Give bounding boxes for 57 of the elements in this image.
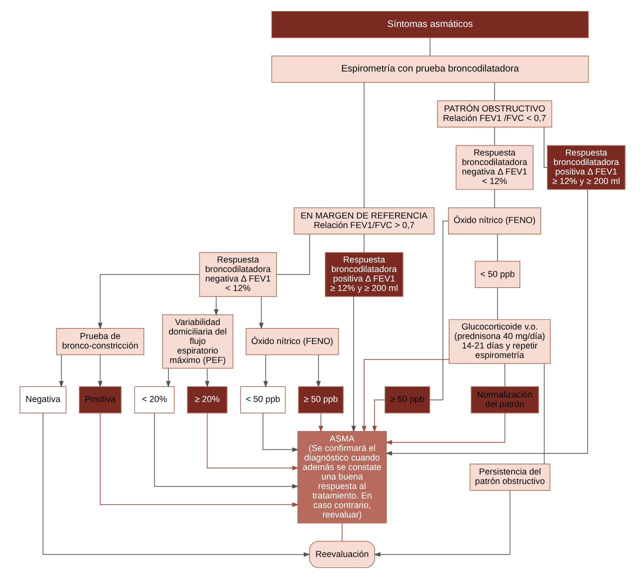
node-box: Respuesta broncodilatadora negativa Δ FEV1 < 12% bbox=[198, 252, 276, 297]
node-box: Variabilidad domiciliaria del flujo espiratorio máximo (PEF) bbox=[162, 314, 233, 369]
node-box: < 20% bbox=[134, 386, 174, 414]
node-box: Respuesta broncodilatadora negativa Δ FEV1 < 12% bbox=[455, 145, 533, 190]
connector bbox=[543, 363, 544, 464]
arrow bbox=[42, 412, 310, 557]
arrow bbox=[350, 296, 356, 432]
node-box: Prueba de bronco-constricción bbox=[56, 328, 144, 356]
node-box: ASMA (Se confirmará el diagnóstico cuando además se constate una buena respuesta al tratamiento. En caso contrario, reevaluar) bbox=[296, 430, 386, 524]
node-box: ≥ 20% bbox=[186, 386, 227, 414]
node-box: Negativa bbox=[19, 386, 66, 414]
arrow bbox=[384, 189, 588, 456]
connector bbox=[496, 287, 498, 320]
arrow bbox=[213, 296, 218, 316]
connector bbox=[543, 126, 547, 168]
node-box: ≥ 50 ppb bbox=[298, 386, 344, 414]
node-box: Óxido nítrico (FENO) bbox=[245, 328, 338, 356]
node-box: Síntomas asmáticos bbox=[270, 10, 588, 38]
arrow bbox=[99, 412, 298, 507]
connector bbox=[496, 234, 498, 262]
connector bbox=[429, 220, 448, 400]
node-box: Espirometría con prueba broncodilatadora bbox=[270, 56, 588, 83]
connector bbox=[341, 522, 342, 542]
node-box: Respuesta broncodilatadora positiva Δ FEV1 ≥ 12% y ≥ 200 ml bbox=[546, 145, 625, 190]
node-box: Persistencia del patrón obstructivo bbox=[469, 464, 550, 491]
connector bbox=[363, 234, 364, 253]
arrow bbox=[97, 354, 102, 388]
connector bbox=[504, 363, 505, 387]
arrow bbox=[373, 490, 510, 557]
arrow bbox=[262, 354, 268, 388]
node-box: PATRÓN OBSTRUCTIVO Relación FEV1 /FVC < 0,7 bbox=[436, 100, 552, 128]
arrow bbox=[372, 399, 385, 432]
connector bbox=[429, 38, 430, 56]
arrow bbox=[316, 354, 320, 388]
arrow bbox=[97, 274, 200, 330]
arrow bbox=[154, 412, 298, 489]
node-box: Reevaluación bbox=[308, 540, 375, 568]
arrow bbox=[262, 412, 298, 452]
arrow bbox=[206, 412, 298, 470]
node-box: ≥ 50 ppb bbox=[384, 386, 430, 414]
node-box: Normalización del patrón bbox=[470, 386, 538, 414]
connector bbox=[276, 234, 310, 275]
arrow bbox=[204, 368, 210, 388]
arrow bbox=[318, 412, 323, 432]
connector bbox=[363, 82, 364, 208]
arrow bbox=[58, 354, 64, 388]
node-box: < 50 ppb bbox=[474, 260, 520, 288]
node-box: Óxido nítrico (FENO) bbox=[448, 207, 541, 235]
node-box: EN MARGEN DE REFERENCIA Relación FEV1/FVC > 0,7 bbox=[293, 207, 434, 235]
node-box: < 50 ppb bbox=[240, 386, 286, 414]
node-box: Glucocorticoide v.o. (prednisona 40 mg/día) 14-21 días y repetir espirometría bbox=[448, 319, 550, 364]
arrow bbox=[361, 359, 449, 432]
arrow bbox=[166, 368, 170, 388]
node-box: Respuesta broncodilatadora positiva Δ FEV1 ≥ 12% y ≥ 200 ml bbox=[324, 252, 403, 297]
node-box: Positiva bbox=[78, 386, 121, 414]
arrow bbox=[258, 296, 264, 330]
arrow bbox=[384, 412, 505, 445]
